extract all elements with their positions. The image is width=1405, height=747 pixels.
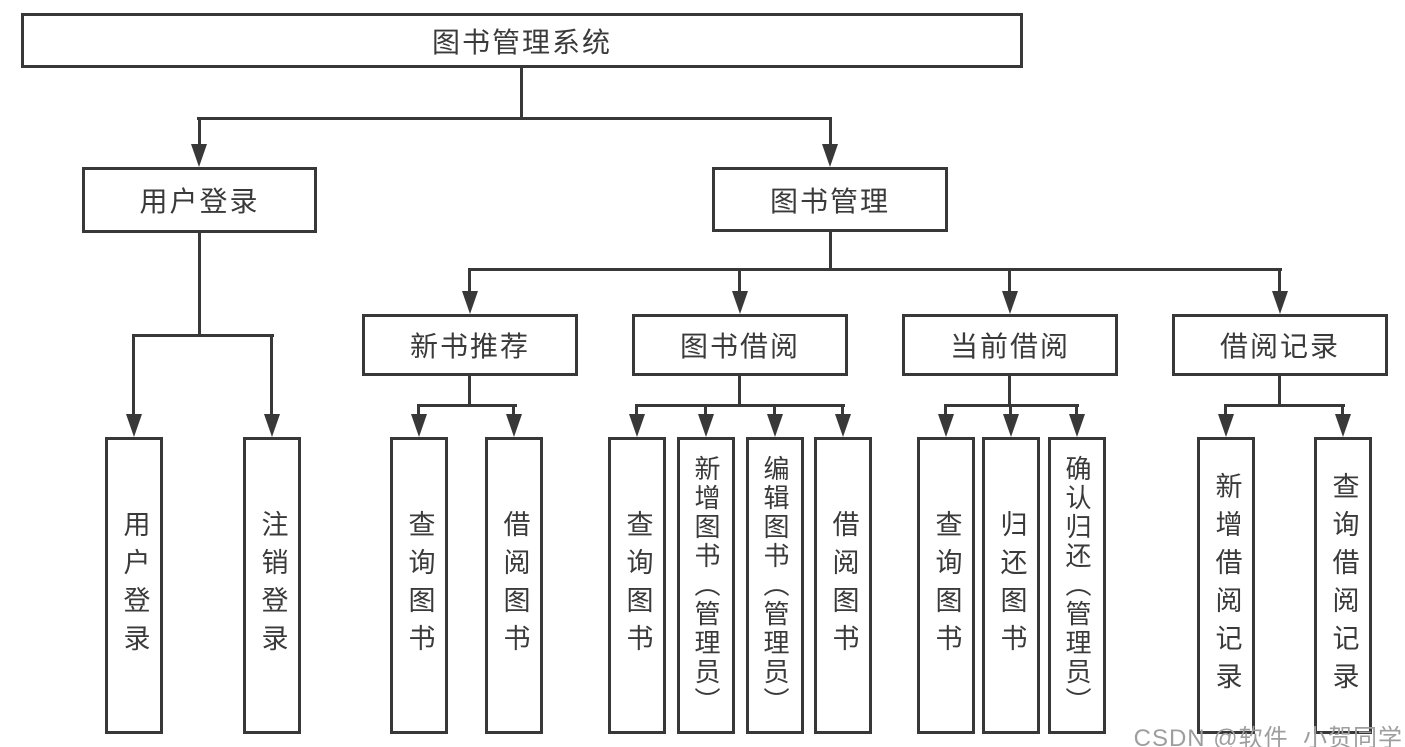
connector-br-add-stub — [1224, 404, 1227, 414]
csdn-watermark: CSDN @软件_小贺同学 — [1133, 725, 1403, 747]
connector-cb-confirm-stub — [1075, 404, 1078, 414]
leaf-bb-query-books: 查询图书 — [608, 437, 666, 734]
connector-borrow-records-vertical — [1278, 376, 1281, 406]
arrow-to-bb-edit — [767, 414, 783, 437]
connector-level1-horizontal — [197, 117, 832, 120]
arrow-to-logout-leaf — [264, 414, 280, 437]
connector-cb-return-stub — [1009, 404, 1012, 414]
leaf-bb-borrow-books: 借阅图书 — [814, 437, 872, 734]
connector-book-borrow-vertical — [738, 376, 741, 406]
leaf-cb-confirm-return-admin: 确认归还（管理员） — [1048, 437, 1106, 734]
node-borrowing-records: 借阅记录 — [1172, 314, 1388, 376]
node-new-book-recommend: 新书推荐 — [362, 314, 578, 376]
arrow-to-book-borrow — [732, 291, 748, 314]
connector-book-borrow-stub — [738, 268, 741, 291]
connector-book-mgmt-stub — [829, 117, 832, 144]
connector-bb-borrow-stub — [841, 404, 844, 414]
connector-user-login-stub — [198, 117, 201, 144]
node-book-borrowing: 图书借阅 — [632, 314, 848, 376]
leaf-br-query-record: 查询借阅记录 — [1314, 437, 1372, 734]
arrow-to-bb-query — [629, 414, 645, 437]
connector-bb-edit-stub — [773, 404, 776, 414]
arrow-to-book-mgmt — [822, 144, 838, 167]
leaf-br-add-record: 新增借阅记录 — [1197, 437, 1255, 734]
connector-br-query-stub — [1341, 404, 1344, 414]
arrow-to-new-books — [462, 291, 478, 314]
leaf-nb-borrow-books: 借阅图书 — [485, 437, 543, 734]
connector-categories-horizontal — [468, 268, 1282, 271]
connector-bb-add-stub — [704, 404, 707, 414]
arrow-to-bb-add — [698, 414, 714, 437]
arrow-to-borrow-records — [1272, 291, 1288, 314]
connector-current-borrow-vertical — [1008, 376, 1011, 406]
arrow-to-cb-return — [1003, 414, 1019, 437]
arrow-to-nb-query — [411, 414, 427, 437]
connector-logout-leaf-stub — [270, 334, 273, 414]
leaf-logout: 注销登录 — [243, 437, 301, 734]
connector-current-borrow-stub — [1008, 268, 1011, 291]
connector-borrow-records-children-horizontal — [1224, 404, 1345, 407]
arrow-to-cb-confirm — [1069, 414, 1085, 437]
arrow-to-br-query — [1335, 414, 1351, 437]
arrow-to-bb-borrow — [835, 414, 851, 437]
connector-user-login-vertical — [198, 233, 201, 335]
node-current-borrowing: 当前借阅 — [902, 314, 1118, 376]
arrow-to-cb-query — [938, 414, 954, 437]
arrow-to-nb-borrow — [506, 414, 522, 437]
leaf-user-login: 用户登录 — [105, 437, 163, 734]
connector-cb-query-stub — [944, 404, 947, 414]
leaf-cb-query-books: 查询图书 — [917, 437, 975, 734]
node-user-login: 用户登录 — [82, 167, 317, 233]
connector-book-mgmt-vertical — [829, 232, 832, 270]
node-library-management-system: 图书管理系统 — [21, 13, 1023, 68]
arrow-to-login-leaf — [126, 414, 142, 437]
arrow-to-br-add — [1218, 414, 1234, 437]
connector-user-login-children-horizontal — [132, 334, 274, 337]
node-book-management: 图书管理 — [712, 167, 948, 232]
arrow-to-current-borrow — [1002, 291, 1018, 314]
leaf-bb-add-books-admin: 新增图书（管理员） — [677, 437, 735, 734]
connector-nb-query-stub — [417, 404, 420, 414]
connector-root-vertical — [520, 68, 523, 118]
connector-bb-query-stub — [635, 404, 638, 414]
connector-book-borrow-children-horizontal — [635, 404, 845, 407]
leaf-bb-edit-books-admin: 编辑图书（管理员） — [746, 437, 804, 734]
leaf-nb-query-books: 查询图书 — [390, 437, 448, 734]
connector-borrow-records-stub — [1278, 268, 1281, 291]
arrow-to-user-login — [191, 144, 207, 167]
connector-new-books-children-horizontal — [417, 404, 517, 407]
connector-login-leaf-stub — [132, 334, 135, 414]
leaf-cb-return-books: 归还图书 — [982, 437, 1040, 734]
connector-new-books-vertical — [468, 376, 471, 406]
connector-new-books-stub — [468, 268, 471, 291]
connector-nb-borrow-stub — [512, 404, 515, 414]
